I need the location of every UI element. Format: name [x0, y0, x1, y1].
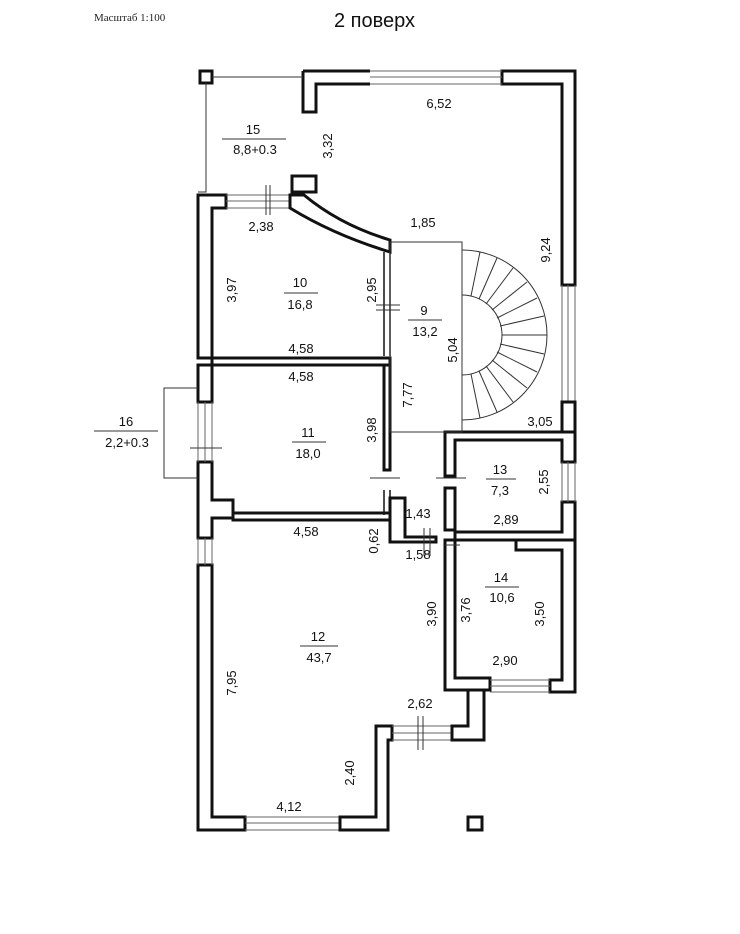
svg-text:11: 11 — [301, 425, 315, 440]
corner-column — [198, 69, 214, 85]
dim-3-05: 3,05 — [527, 414, 552, 429]
outdoor-column — [466, 815, 484, 832]
svg-text:16: 16 — [119, 414, 133, 429]
room-labels: 15 8,8+0.3 10 16,8 9 13,2 11 18,0 13 7,3… — [94, 122, 519, 665]
room-label-14: 14 10,6 — [485, 570, 519, 605]
dim-2-90: 2,90 — [492, 653, 517, 668]
top-wall-left — [301, 69, 370, 114]
balcony-outline — [198, 76, 303, 193]
room11-left-wall-upper — [196, 363, 214, 404]
svg-text:16,8: 16,8 — [287, 297, 312, 312]
dim-7-95: 7,95 — [224, 670, 239, 695]
partition-10-9 — [383, 252, 391, 356]
dim-2-40: 2,40 — [342, 760, 357, 785]
svg-text:15: 15 — [246, 122, 260, 137]
right-wall-segment — [560, 400, 577, 434]
dim-1-58: 1,58 — [405, 547, 430, 562]
dim-2-95: 2,95 — [364, 277, 379, 302]
dim-3-50: 3,50 — [532, 601, 547, 626]
svg-text:8,8+0.3: 8,8+0.3 — [233, 142, 277, 157]
room-label-13: 13 7,3 — [486, 462, 516, 498]
dim-7-77: 7,77 — [400, 382, 415, 407]
svg-text:2,2+0.3: 2,2+0.3 — [105, 435, 149, 450]
dim-5-04: 5,04 — [445, 337, 460, 362]
dim-2-55: 2,55 — [536, 469, 551, 494]
balcony16-outline — [163, 387, 198, 479]
svg-text:10: 10 — [293, 275, 307, 290]
dim-4-58-top: 4,58 — [288, 341, 313, 356]
svg-text:13,2: 13,2 — [412, 324, 437, 339]
room-label-16: 16 2,2+0.3 — [94, 414, 158, 450]
room12-left-wall — [196, 563, 247, 832]
room14-left-wall — [443, 538, 492, 692]
svg-text:14: 14 — [494, 570, 508, 585]
room13-top-wall — [443, 430, 577, 478]
svg-text:10,6: 10,6 — [489, 590, 514, 605]
svg-text:13: 13 — [493, 462, 507, 477]
dim-3-32: 3,32 — [320, 133, 335, 158]
svg-text:7,3: 7,3 — [491, 483, 509, 498]
curved-wall — [288, 193, 392, 255]
room12-right-wall-upper — [450, 688, 486, 742]
dimension-labels: 6,52 3,32 2,38 1,85 9,24 3,97 2,95 5,04 … — [224, 96, 553, 814]
svg-text:9: 9 — [420, 303, 427, 318]
walls — [163, 69, 577, 832]
dim-3-76: 3,76 — [458, 597, 473, 622]
room13-left-wall — [443, 486, 457, 532]
dim-9-24: 9,24 — [538, 237, 553, 262]
scale-label: Масштаб 1:100 — [94, 12, 166, 24]
room-label-12: 12 43,7 — [300, 629, 338, 665]
partition-11-9 — [382, 363, 392, 472]
svg-text:12: 12 — [311, 629, 325, 644]
dim-3-97: 3,97 — [224, 277, 239, 302]
partition-11-12 — [231, 511, 392, 522]
dim-4-58-bottom: 4,58 — [293, 524, 318, 539]
corridor-wall — [388, 496, 438, 544]
dim-3-90: 3,90 — [424, 601, 439, 626]
room-label-10: 10 16,8 — [284, 275, 318, 312]
dim-0-62: 0,62 — [366, 528, 381, 553]
floor-title: 2 поверх — [334, 10, 416, 32]
door-ticks — [190, 185, 466, 750]
svg-text:18,0: 18,0 — [295, 446, 320, 461]
room-label-15: 15 8,8+0.3 — [222, 122, 286, 157]
room-label-11: 11 18,0 — [292, 425, 326, 461]
dim-2-38: 2,38 — [248, 219, 273, 234]
spiral-staircase — [389, 241, 548, 433]
room-label-9: 9 13,2 — [408, 303, 442, 339]
room10-left-wall — [196, 193, 228, 360]
room11-left-wall-lower — [196, 460, 235, 540]
dim-1-85: 1,85 — [410, 215, 435, 230]
dim-4-58-middle: 4,58 — [288, 369, 313, 384]
dim-4-12: 4,12 — [276, 799, 301, 814]
dim-2-89: 2,89 — [493, 512, 518, 527]
dim-6-52: 6,52 — [426, 96, 451, 111]
dim-3-98: 3,98 — [364, 417, 379, 442]
dim-1-43: 1,43 — [405, 506, 430, 521]
partition-10-11 — [210, 356, 392, 367]
dim-2-62: 2,62 — [407, 696, 432, 711]
column — [290, 174, 318, 194]
svg-text:43,7: 43,7 — [306, 650, 331, 665]
